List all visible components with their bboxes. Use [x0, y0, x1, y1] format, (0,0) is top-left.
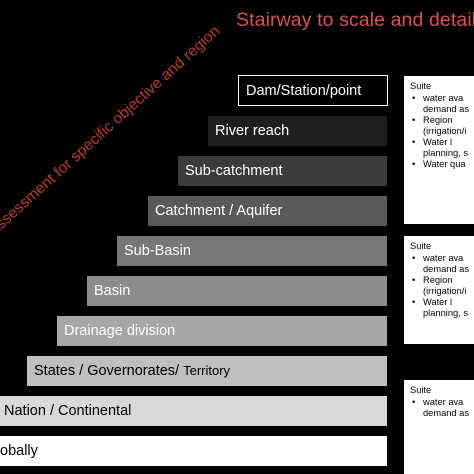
list-item: Water l — [412, 297, 474, 308]
list-item-continuation: demand as — [423, 408, 469, 418]
step-sub-basin: Sub-Basin — [117, 236, 387, 266]
step-label-small: Territory — [183, 363, 231, 378]
suite-panel-1: Suite water ava demand as Region (irriga… — [404, 76, 474, 224]
step-river-reach: River reach — [208, 116, 387, 146]
step-nation-continental: Nation / Continental — [0, 396, 387, 426]
step-label: Nation / Continental — [4, 403, 132, 419]
panel-heading: Suite — [410, 81, 432, 91]
step-globally: obally — [0, 436, 387, 466]
list-item: Region — [412, 115, 474, 126]
panel-heading: Suite — [410, 241, 432, 251]
step-label: States / Governorates/ — [34, 363, 184, 379]
list-item: water ava — [412, 397, 474, 408]
step-sub-catchment: Sub-catchment — [178, 156, 387, 186]
list-item-continuation: (irrigation/i — [423, 126, 467, 136]
step-catchment-aquifer: Catchment / Aquifer — [148, 196, 387, 226]
list-item: water ava — [412, 93, 474, 104]
step-label: Sub-catchment — [185, 163, 283, 179]
panel-heading: Suite — [410, 385, 432, 395]
list-item: water ava — [412, 253, 474, 264]
step-states-governorates-territory: States / Governorates/ Territory — [27, 356, 387, 386]
panel-list: water ava demand as Region (irrigation/i… — [410, 93, 474, 170]
list-item: Water l — [412, 137, 474, 148]
list-item-continuation: demand as — [423, 264, 469, 274]
diagram-title: Stairway to scale and detail — [236, 9, 474, 31]
step-label: Catchment / Aquifer — [155, 203, 283, 219]
step-drainage-division: Drainage division — [57, 316, 387, 346]
step-label: Sub-Basin — [124, 243, 191, 259]
panel-list: water ava demand as — [410, 397, 474, 419]
list-item: Region — [412, 275, 474, 286]
step-basin: Basin — [87, 276, 387, 306]
suite-panel-2: Suite water ava demand as Region (irriga… — [404, 236, 474, 344]
step-label: obally — [0, 443, 38, 459]
list-item-continuation: demand as — [423, 104, 469, 114]
suite-panel-3: Suite water ava demand as — [404, 380, 474, 474]
step-label: Drainage division — [64, 323, 176, 339]
step-label: Dam/Station/point — [246, 83, 362, 99]
list-item-continuation: planning, s — [423, 148, 468, 158]
step-dam-station-point: Dam/Station/point — [238, 75, 388, 106]
step-label: River reach — [215, 123, 290, 139]
panel-list: water ava demand as Region (irrigation/i… — [410, 253, 474, 319]
step-label: Basin — [94, 283, 131, 299]
list-item-continuation: planning, s — [423, 308, 468, 318]
list-item: Water qua — [412, 159, 474, 170]
list-item-continuation: (irrigation/i — [423, 286, 467, 296]
